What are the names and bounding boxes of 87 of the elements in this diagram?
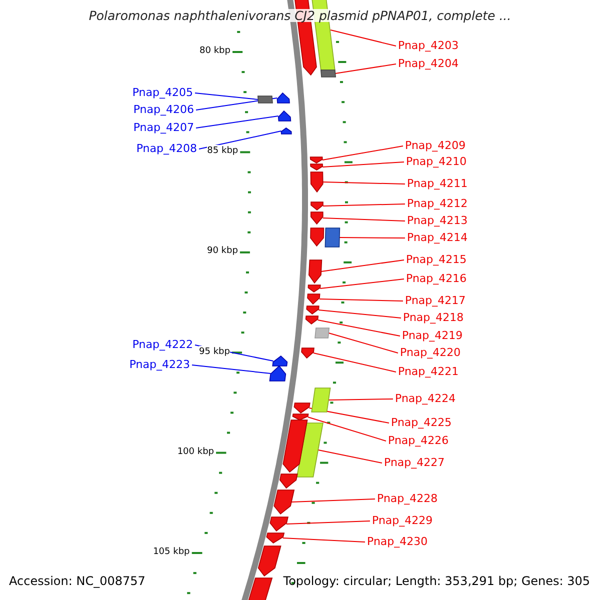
gene-feature xyxy=(310,156,323,164)
scale-label: 95 kbp xyxy=(199,346,230,359)
leader-line xyxy=(318,450,382,464)
gene-feature xyxy=(314,328,330,338)
topology-text: Topology: circular; Length: 353,291 bp; Genes: 305 xyxy=(283,575,590,588)
gene-feature xyxy=(311,388,331,412)
gene-feature xyxy=(324,228,340,248)
gene-feature xyxy=(274,490,295,515)
leader-line xyxy=(320,260,404,272)
leader-line xyxy=(286,520,370,524)
gene-label: Pnap_4214 xyxy=(407,231,468,244)
leader-line xyxy=(194,92,259,100)
gene-feature xyxy=(272,355,288,366)
leader-line xyxy=(320,278,404,289)
leader-line xyxy=(339,237,406,238)
gene-feature xyxy=(310,212,324,225)
gene-label: Pnap_4224 xyxy=(395,392,456,405)
gene-feature xyxy=(280,128,292,134)
leader-line xyxy=(318,298,404,302)
diagram-title: Polaromonas naphthalenivorans CJ2 plasmid pPNAP01, complete ... xyxy=(88,9,512,22)
gene-label: Pnap_4223 xyxy=(129,358,190,371)
gene-feature xyxy=(266,532,285,544)
gene-label: Pnap_4228 xyxy=(377,492,438,505)
scale-label: 105 kbp xyxy=(153,546,190,559)
leader-line xyxy=(322,218,406,222)
leader-line xyxy=(318,310,402,318)
gene-label: Pnap_4206 xyxy=(133,103,194,116)
gene-label: Pnap_4203 xyxy=(398,39,459,52)
leader-line xyxy=(307,416,386,442)
leader-line xyxy=(334,64,396,74)
gene-label: Pnap_4219 xyxy=(402,329,463,342)
leader-line xyxy=(312,352,396,372)
scale-label: 100 kbp xyxy=(177,446,214,459)
gene-label: Pnap_4208 xyxy=(136,142,197,155)
gene-feature xyxy=(301,348,314,359)
gene-label: Pnap_4227 xyxy=(384,456,445,469)
gene-feature xyxy=(307,294,320,305)
gene-label: Pnap_4212 xyxy=(407,197,468,210)
gene-feature xyxy=(310,202,324,211)
leader-line xyxy=(322,204,406,206)
leader-line xyxy=(196,116,279,128)
gene-feature xyxy=(294,402,310,414)
leader-line xyxy=(328,332,398,354)
gene-label: Pnap_4229 xyxy=(372,514,433,527)
leader-line xyxy=(198,130,282,150)
leader-line xyxy=(192,364,272,374)
gene-label: Pnap_4222 xyxy=(132,338,193,351)
gene-feature xyxy=(257,96,273,104)
gene-label: Pnap_4207 xyxy=(133,121,194,134)
gene-label: Pnap_4225 xyxy=(391,416,452,429)
gene-feature xyxy=(305,316,319,325)
gene-label: Pnap_4210 xyxy=(406,155,467,168)
gene-label: Pnap_4220 xyxy=(400,346,461,359)
gene-label: Pnap_4230 xyxy=(367,535,428,548)
scale-label: 80 kbp xyxy=(200,45,230,58)
gene-feature xyxy=(306,306,320,315)
leader-line xyxy=(322,162,404,168)
leader-line xyxy=(322,182,406,184)
gene-feature xyxy=(276,92,290,104)
gene-feature xyxy=(258,546,282,577)
gene-feature xyxy=(310,228,324,247)
accession-text: Accession: NC_008757 xyxy=(9,575,146,588)
gene-feature xyxy=(320,70,336,78)
gene-label: Pnap_4205 xyxy=(132,86,193,99)
gene-label: Pnap_4216 xyxy=(406,272,467,285)
gene-label: Pnap_4211 xyxy=(407,177,468,190)
leader-line xyxy=(196,98,278,110)
gene-feature xyxy=(278,110,292,122)
gene-label: Pnap_4204 xyxy=(398,57,459,70)
gene-label: Pnap_4215 xyxy=(406,253,467,266)
gene-feature xyxy=(246,578,273,600)
gene-feature xyxy=(269,365,286,382)
gene-feature xyxy=(296,422,324,478)
leader-line xyxy=(330,30,396,46)
leader-line xyxy=(282,538,366,542)
leader-line xyxy=(322,146,404,160)
gene-label: Pnap_4218 xyxy=(403,311,464,324)
leader-line xyxy=(317,320,400,336)
leader-line xyxy=(328,398,394,400)
gene-label: Pnap_4226 xyxy=(388,434,449,447)
gene-feature xyxy=(270,516,288,532)
gene-label: Pnap_4213 xyxy=(407,214,468,227)
leader-line xyxy=(290,498,376,502)
leader-line xyxy=(308,408,390,424)
gene-label: Pnap_4209 xyxy=(405,139,466,152)
gene-label: Pnap_4217 xyxy=(405,294,466,307)
gene-label: Pnap_4221 xyxy=(398,365,459,378)
